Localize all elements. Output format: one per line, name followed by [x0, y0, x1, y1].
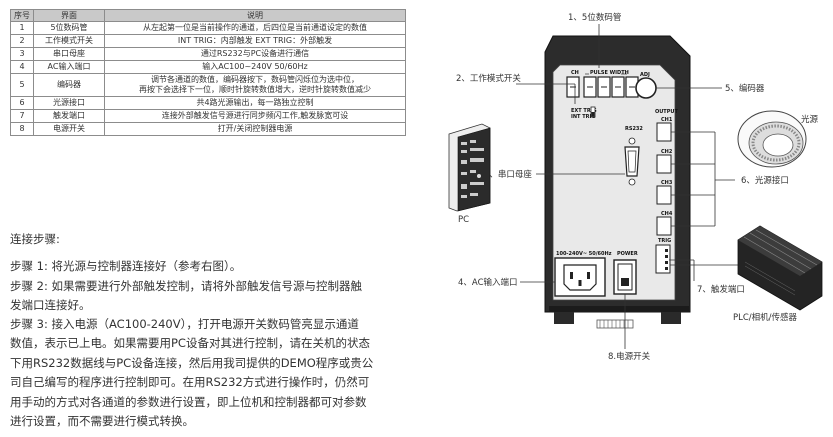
ch2-port[interactable]: [656, 154, 672, 174]
label-ch2: CH2: [661, 149, 673, 155]
controller-foot-right: [661, 312, 681, 324]
label-ch1: CH1: [661, 117, 673, 123]
callout-light-port: 6、光源接口: [741, 175, 789, 186]
label-ext-trig: EXT TRIG: [571, 108, 597, 114]
front-panel: [552, 64, 676, 301]
col-header-name: 界面: [33, 9, 105, 22]
callout-serial-port: 3、串口母座: [484, 169, 532, 180]
ch3-port[interactable]: [656, 185, 672, 205]
ac-input-socket[interactable]: [554, 257, 606, 297]
bottom-vent: [599, 320, 629, 328]
controller-foot-left: [554, 312, 574, 324]
label-adj: ADJ: [640, 72, 650, 78]
rs232-port[interactable]: [624, 137, 640, 186]
ch1-port[interactable]: [656, 122, 672, 142]
callout-mode-switch: 2、工作模式开关: [456, 73, 521, 84]
callout-digit-display: 1、5位数码管: [568, 12, 621, 23]
label-power: POWER: [617, 251, 638, 257]
callout-power-switch: 8.电源开关: [608, 351, 651, 362]
pc-tower-image: [448, 123, 491, 212]
step-1: 步骤 1: 将光源与控制器连接好（参考右图）。: [10, 259, 242, 273]
light-label: 光源: [801, 114, 819, 125]
encoder-knob[interactable]: [635, 77, 657, 99]
pc-label: PC: [458, 215, 469, 225]
step-2: 步骤 2: 如果需要进行外部触发控制，请将外部触发信号源与控制器触 发端口连接好…: [10, 278, 362, 312]
label-int-trig: INT TRIG: [571, 114, 595, 120]
five-digit-display: CH PULSE WIDTH: [566, 70, 639, 98]
steps-title: 连接步骤:: [10, 232, 60, 246]
ring-light-image: [737, 110, 807, 168]
plc-label: PLC/相机/传感器: [733, 312, 798, 323]
cell-no: 5: [10, 73, 34, 97]
label-pulse-width: PULSE WIDTH: [590, 70, 629, 76]
plc-image: [737, 225, 823, 311]
cell-no: 8: [10, 122, 34, 136]
callout-encoder: 5、编码器: [725, 83, 765, 94]
label-rs232: RS232: [625, 126, 643, 132]
cell-desc: 打开/关闭控制器电源: [104, 122, 406, 136]
callout-ac-input: 4、AC输入端口: [458, 277, 518, 288]
ch4-port[interactable]: [656, 216, 672, 236]
label-output: OUTPUT: [655, 109, 678, 115]
callout-trigger-port: 7、触发端口: [697, 284, 745, 295]
step-3: 步骤 3: 接入电源（AC100-240V），打开电源开关数码管亮显示通道 数值…: [10, 317, 374, 429]
label-ch3: CH3: [661, 180, 673, 186]
label-trig: TRIG: [658, 238, 671, 244]
label-ac-input: 100-240V~ 50/60Hz: [556, 251, 612, 257]
cell-desc: 调节各通道的数值，编码器按下，数码管闪烁位为选中位， 再按下会选择下一位，顺时针…: [104, 73, 406, 97]
label-ch: CH: [571, 70, 579, 76]
label-ch4: CH4: [661, 211, 673, 217]
